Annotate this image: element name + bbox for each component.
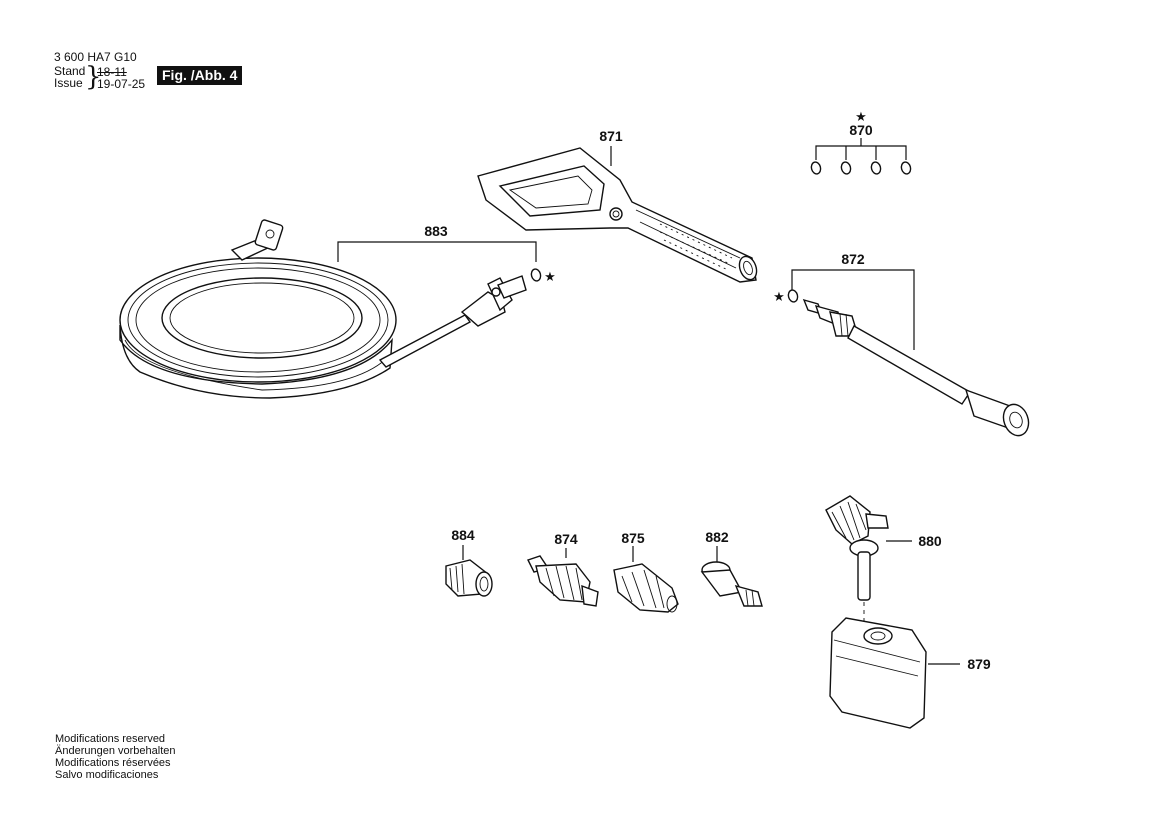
footer-notes: Modifications reserved Änderungen vorbeh… (55, 733, 175, 781)
star-icon: ★ (544, 270, 556, 285)
nozzle-875 (613, 563, 679, 613)
o-ring-872 (787, 289, 799, 303)
issue-value: 19-07-25 (97, 77, 146, 91)
document-number: 3 600 HA7 G10 (54, 50, 137, 64)
part-label-874: 874 (554, 531, 578, 547)
part-label-875: 875 (621, 530, 645, 546)
hose-coil (119, 219, 397, 399)
nozzle-884 (445, 559, 493, 597)
o-ring-set-870 (810, 161, 912, 175)
issue-label: Issue (54, 76, 83, 90)
detergent-tank-879 (829, 617, 927, 729)
star-icon: ★ (855, 110, 867, 125)
part-label-883: 883 (424, 223, 448, 239)
nozzle-874 (527, 555, 599, 607)
stand-label: Stand (54, 64, 86, 78)
leader-883 (337, 241, 537, 262)
part-label-872: 872 (841, 251, 865, 267)
part-label-879: 879 (967, 656, 991, 672)
brace-icon: } (85, 62, 102, 92)
leader-870 (815, 138, 907, 160)
stand-value: 18-11 (97, 65, 127, 79)
gun-handle (477, 147, 758, 283)
footer-line: Modifications reserved (55, 733, 166, 745)
adapter-882 (700, 561, 763, 607)
part-label-884: 884 (451, 527, 475, 543)
o-ring-883 (530, 268, 542, 282)
spray-lance (802, 298, 1030, 437)
star-icon: ★ (773, 290, 785, 305)
part-label-882: 882 (705, 529, 729, 545)
leader-872 (791, 269, 915, 350)
footer-line: Salvo modificaciones (55, 769, 159, 781)
figure-label: Fig. /Abb. 4 (157, 66, 243, 85)
footer-line: Änderungen vorbehalten (55, 745, 176, 757)
footer-line: Modifications réservées (55, 757, 171, 769)
part-label-871: 871 (599, 128, 623, 144)
detergent-suction-880 (825, 495, 889, 630)
part-label-870: 870 (849, 122, 873, 138)
part-label-880: 880 (918, 533, 942, 549)
hose-straight-end (378, 275, 527, 368)
